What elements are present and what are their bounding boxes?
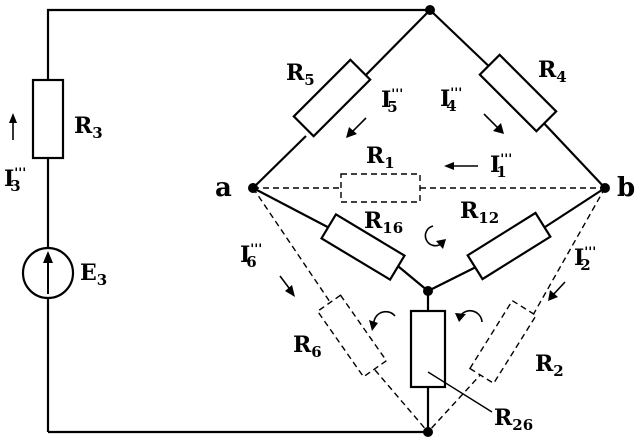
label-R5: R5 <box>286 60 315 89</box>
loop-arrow-right <box>455 309 483 323</box>
label-R1: R1 <box>366 143 395 172</box>
resistor-R16 <box>319 212 407 282</box>
label-I2: I'''2 <box>574 245 596 274</box>
resistor-R12 <box>466 211 552 281</box>
junction-a <box>248 183 258 193</box>
dash-R6-to-bottom <box>374 369 429 433</box>
solid-wires <box>46 8 606 434</box>
resistor-R1 <box>340 173 421 203</box>
wire-R4-to-b <box>538 117 606 189</box>
junction-bottom <box>423 427 433 437</box>
junction-top <box>425 5 435 15</box>
label-R2: R2 <box>535 351 564 380</box>
loop-arrow-left <box>369 310 396 331</box>
dash-a-to-R6 <box>252 187 331 303</box>
junction-b <box>600 183 610 193</box>
resistor-R6 <box>316 294 388 378</box>
leader-R26 <box>427 371 493 413</box>
node-label-b: b <box>617 173 635 203</box>
wire-top-to-R5 <box>356 9 431 85</box>
wire-R12-to-mid <box>427 265 479 292</box>
label-I4: I'''4 <box>440 86 462 115</box>
dash-R2-to-bottom <box>427 371 484 433</box>
source-E3 <box>21 246 75 300</box>
label-R3: R3 <box>74 113 103 142</box>
loop-arrow-upper <box>424 225 446 249</box>
wire-top-to-R4 <box>429 9 498 75</box>
arrow-I3 <box>9 113 17 140</box>
arrow-I1 <box>444 162 478 170</box>
junctions <box>248 5 610 437</box>
label-R6: R6 <box>293 332 322 361</box>
wire-a-to-R16 <box>252 187 340 234</box>
resistor-R3 <box>31 78 65 160</box>
label-E3: E3 <box>80 260 107 289</box>
label-R12: R12 <box>460 198 499 227</box>
label-I3: I'''3 <box>4 166 26 195</box>
dash-b-to-R2 <box>532 187 606 316</box>
resistor-R26 <box>409 309 447 389</box>
arrow-I5 <box>346 117 367 138</box>
label-I5: I'''5 <box>381 87 403 116</box>
junction-mid <box>423 286 433 296</box>
arrow-I4 <box>483 113 504 134</box>
label-R26: R26 <box>494 405 533 434</box>
node-label-a: a <box>215 173 232 203</box>
label-R4: R4 <box>538 57 567 86</box>
label-R16: R16 <box>364 208 403 237</box>
resistors <box>31 53 558 389</box>
resistor-R4 <box>478 53 558 133</box>
wire-R5-to-a <box>252 135 307 189</box>
wire-b-to-R12 <box>541 187 606 230</box>
arrow-I6 <box>279 275 295 297</box>
label-I1: I'''1 <box>490 152 512 181</box>
resistor-R2 <box>468 299 538 385</box>
resistor-R5 <box>292 58 372 138</box>
arrow-I2 <box>548 281 566 301</box>
wire-top <box>46 8 430 80</box>
current-arrows <box>9 113 566 331</box>
label-I6: I'''6 <box>240 242 262 271</box>
dashed-wires <box>252 187 606 433</box>
